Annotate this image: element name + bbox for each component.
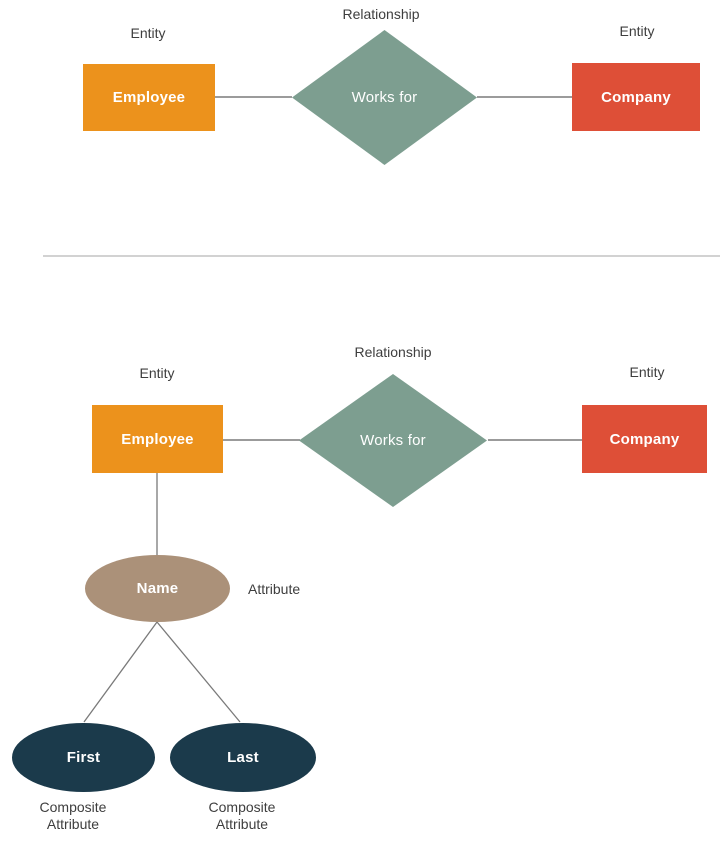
relationship-caption: Relationship xyxy=(354,344,432,360)
entity-caption-left: Entity xyxy=(130,25,166,41)
entity-node-employee: Employee xyxy=(83,64,215,131)
composite-attribute-caption-last: Composite Attribute xyxy=(208,799,276,832)
relationship-caption: Relationship xyxy=(342,6,420,22)
relationship-node-works-for-label: Works for xyxy=(351,89,418,106)
attribute-node-name: Name xyxy=(85,555,230,622)
relationship-node-works-for: Works for xyxy=(292,30,477,165)
entity-caption-left: Entity xyxy=(139,365,175,381)
entity-node-employee-label: Employee xyxy=(112,89,186,106)
composite-attribute-node-first: First xyxy=(12,723,155,792)
entity-node-employee: Employee xyxy=(92,405,223,473)
entity-node-company: Company xyxy=(582,405,707,473)
entity-node-company: Company xyxy=(572,63,700,131)
entity-node-company-label: Company xyxy=(601,88,671,106)
entity-node-company-label: Company xyxy=(609,430,680,448)
attribute-node-name-label: Name xyxy=(136,580,179,597)
attribute-caption: Attribute xyxy=(248,581,301,597)
relationship-node-works-for: Works for xyxy=(299,374,487,507)
composite-attribute-node-last: Last xyxy=(170,723,316,792)
composite-attribute-caption-first: Composite Attribute xyxy=(39,799,107,832)
entity-node-employee-label: Employee xyxy=(121,430,194,448)
connector-name-last xyxy=(156,621,241,723)
connector-name-first xyxy=(83,621,158,723)
entity-caption-right: Entity xyxy=(619,23,655,39)
entity-caption-right: Entity xyxy=(629,364,665,380)
composite-attribute-node-first-label: First xyxy=(66,749,101,766)
relationship-node-works-for-label: Works for xyxy=(360,432,426,449)
composite-attribute-node-last-label: Last xyxy=(227,749,259,766)
